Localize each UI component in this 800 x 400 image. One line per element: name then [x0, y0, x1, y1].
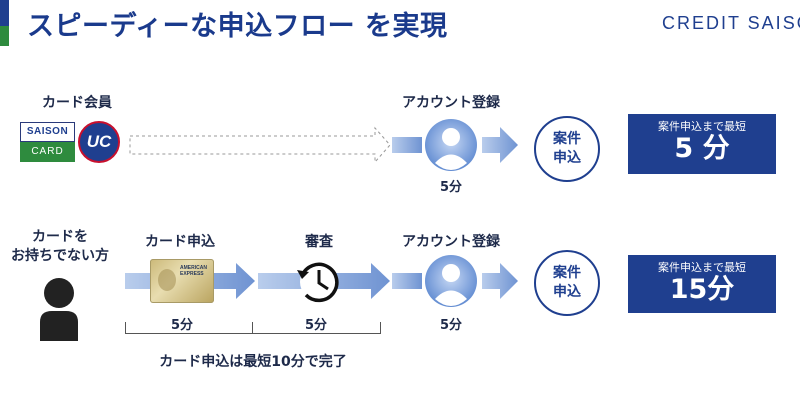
duration-bracket-divider — [252, 322, 253, 333]
arrow-right-icon — [392, 273, 422, 289]
person-circle-icon — [425, 119, 477, 171]
uc-logo: UC — [78, 121, 120, 163]
person-circle-icon — [425, 255, 477, 307]
page-title: スピーディーな申込フロー を実現 — [27, 11, 448, 42]
person-silhouette-icon — [40, 278, 78, 341]
result-value: 5 分 — [674, 133, 730, 164]
card-apply-time: 5分 — [170, 318, 194, 333]
no-card-label: カードを お持ちでない方 — [11, 229, 109, 264]
card-member-label: カード会員 — [42, 95, 112, 111]
saison-card-logo-bottom: CARD — [20, 142, 75, 162]
card-apply-label: カード申込 — [145, 234, 215, 250]
result-value: 15分 — [669, 274, 735, 305]
result-box: 案件申込まで最短 15分 — [628, 255, 776, 313]
result-box: 案件申込まで最短 5 分 — [628, 114, 776, 174]
bracket-note: カード申込は最短10分で完了 — [159, 354, 347, 370]
account-time: 5分 — [439, 318, 463, 333]
case-apply-circle: 案件 申込 — [534, 116, 600, 182]
case-apply-circle: 案件 申込 — [534, 250, 600, 316]
review-time: 5分 — [304, 318, 328, 333]
title-accent-bar-green — [0, 26, 9, 46]
title-accent-bar — [0, 0, 9, 26]
result-caption: 案件申込まで最短 — [658, 261, 746, 274]
arrow-right-icon — [392, 137, 422, 153]
dashed-arrow-icon — [129, 126, 391, 164]
saison-card-logo-top: SAISON — [20, 122, 75, 142]
account-register-label: アカウント登録 — [402, 234, 500, 250]
account-register-label: アカウント登録 — [402, 95, 500, 111]
result-caption: 案件申込まで最短 — [658, 120, 746, 133]
clock-history-icon — [297, 262, 339, 303]
arrow-right-icon — [482, 127, 518, 163]
duration-bracket — [125, 322, 381, 334]
review-label: 審査 — [305, 234, 333, 250]
credit-saison-logo: CREDIT SAISON — [662, 13, 800, 33]
saison-card-logo: SAISON CARD — [20, 122, 75, 162]
account-time: 5分 — [439, 180, 463, 195]
arrow-right-icon — [482, 263, 518, 299]
